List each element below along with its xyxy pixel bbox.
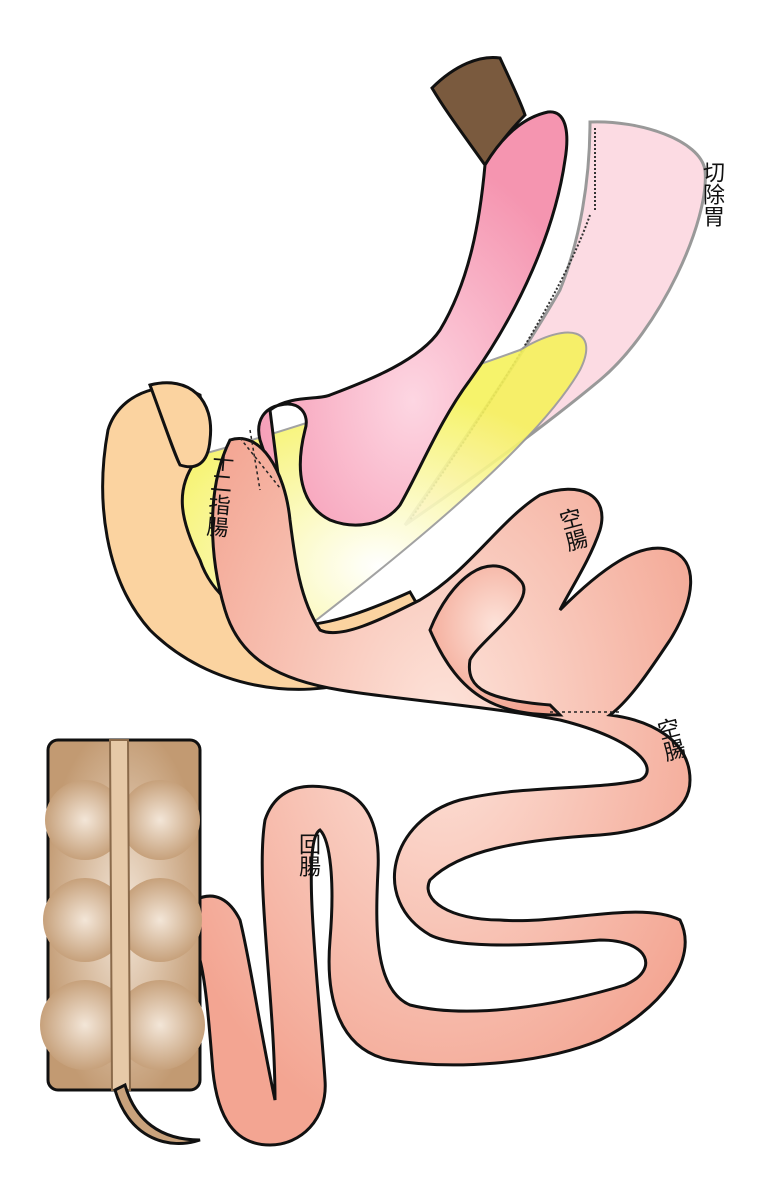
jejunum-loop-upper — [193, 437, 693, 1147]
remnant-stomach-shape — [257, 110, 569, 527]
colon — [40, 738, 205, 1145]
anastomosis-sutures — [239, 429, 620, 713]
esophagus-shape — [430, 55, 527, 168]
jejunum-bump — [428, 564, 564, 717]
duodenum-stump — [148, 381, 213, 469]
